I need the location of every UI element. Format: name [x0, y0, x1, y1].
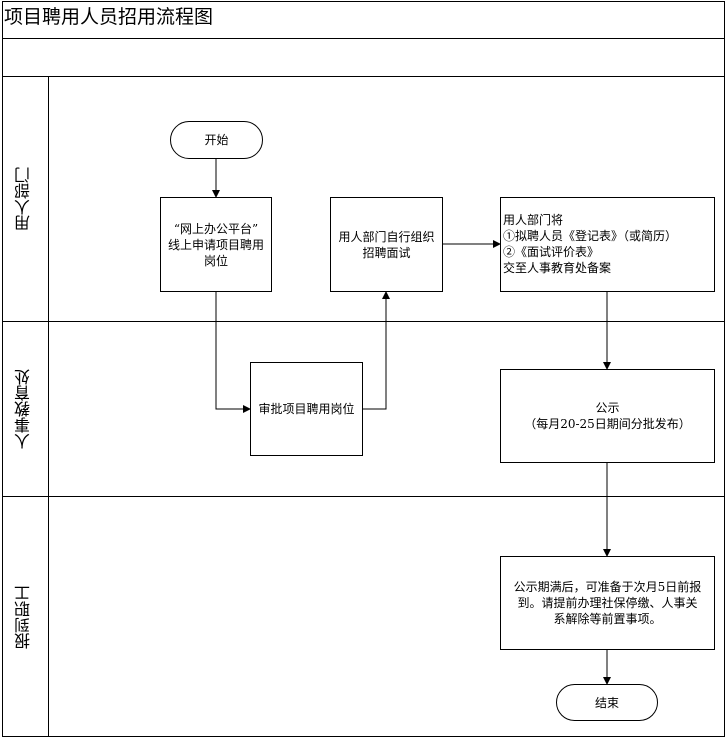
- apply-post-box: “网上办公平台” 线上申请项目聘用 岗位: [160, 197, 272, 292]
- publicity-label: 公示 （每月20-25日期间分批发布）: [524, 401, 691, 431]
- approve-post-box: 审批项目聘用岗位: [250, 362, 363, 456]
- lane-label-staff: 报到职工: [14, 585, 33, 649]
- report-box: 公示期满后，可准备于次月5日前报 到。请提前办理社保停缴、人事关 系解除等前置事…: [500, 556, 715, 650]
- end-node-label: 结束: [594, 695, 619, 710]
- apply-post-label: “网上办公平台” 线上申请项目聘用 岗位: [167, 221, 264, 268]
- report-label: 公示期满后，可准备于次月5日前报 到。请提前办理社保停缴、人事关 系解除等前置事…: [513, 580, 702, 626]
- end-node: 结束: [556, 684, 658, 721]
- interview-label: 用人部门自行组织 招聘面试: [338, 229, 435, 260]
- submit-docs-label: 用人部门将 ①拟聘人员《登记表》（或简历） ②《面试评价表》 交至人事教育处备案: [503, 213, 678, 275]
- start-node: 开始: [170, 121, 263, 159]
- lane-label-hr: 人事教育处: [14, 369, 33, 449]
- approve-post-label: 审批项目聘用岗位: [258, 402, 355, 416]
- submit-docs-box: 用人部门将 ①拟聘人员《登记表》（或简历） ②《面试评价表》 交至人事教育处备案: [500, 197, 715, 292]
- arrow-approve-to-interview: [363, 291, 390, 410]
- page-title: 项目聘用人员招用流程图: [4, 6, 214, 28]
- arrow-apply-to-approve: [215, 292, 251, 413]
- publicity-box: 公示 （每月20-25日期间分批发布）: [500, 369, 715, 463]
- interview-box: 用人部门自行组织 招聘面试: [330, 197, 443, 292]
- start-node-label: 开始: [204, 133, 229, 147]
- lane-label-dept: 用人部门: [14, 167, 33, 231]
